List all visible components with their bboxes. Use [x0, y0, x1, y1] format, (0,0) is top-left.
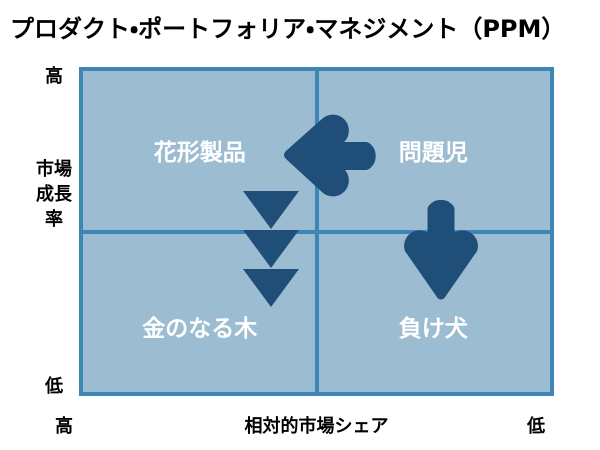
y-axis-low-tick: 低 [45, 376, 63, 397]
x-axis-title: 相対的市場シェア [244, 416, 389, 437]
x-axis-low-tick: 低 [527, 416, 545, 437]
bcg-matrix-plot: 花形製品 問題児 金のなる木 負け犬 [79, 67, 554, 396]
triple-down-triangle-icon [243, 191, 299, 307]
quadrant-label-dog: 負け犬 [398, 316, 468, 342]
horizontal-divider [83, 229, 550, 234]
quadrant-label-cash-cow: 金のなる木 [142, 316, 258, 342]
x-axis-high-tick: 高 [55, 416, 73, 437]
y-axis-high-tick: 高 [45, 66, 63, 87]
quadrant-label-star: 花形製品 [153, 140, 246, 166]
arrow-left-icon [284, 114, 376, 197]
y-axis-title: 市場成長率 [36, 159, 72, 230]
quadrant-label-question-mark: 問題児 [398, 140, 468, 166]
arrow-down-icon [404, 199, 478, 300]
chart-title: プロダクト・ポートフォリア・マネジメント（PPM） [10, 15, 566, 43]
